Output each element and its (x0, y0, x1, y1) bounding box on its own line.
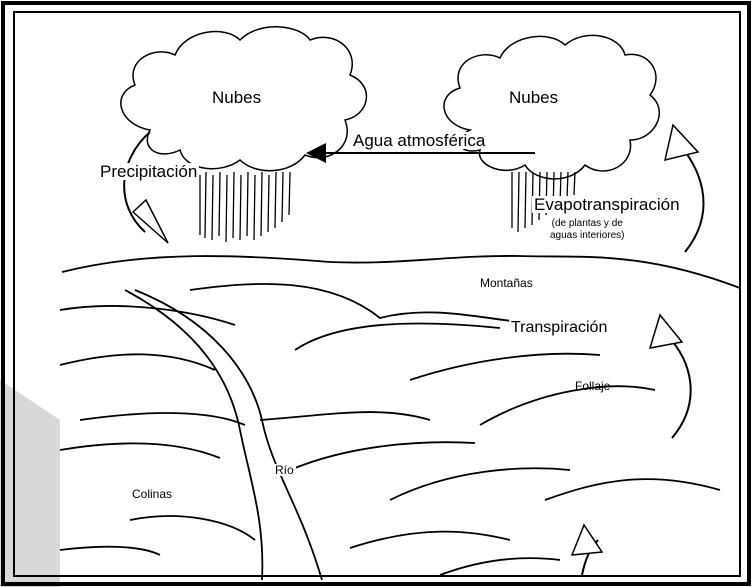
evapo-note-line2: aguas interiores) (550, 230, 624, 242)
river-label: Río (273, 464, 296, 476)
evapotranspiration-note: (de plantas y de aguas interiores) (550, 218, 624, 241)
foliage-label: Follaje (575, 380, 610, 392)
precipitation-label: Precipitación (98, 163, 199, 180)
evapotranspiration-label: Evapotranspiración (532, 196, 682, 213)
mountains-label: Montañas (480, 277, 533, 289)
hills-label: Colinas (132, 488, 172, 500)
cloud-left-label: Nubes (212, 89, 261, 106)
evapo-note-line1: (de plantas y de (550, 218, 624, 230)
transpiration-label: Transpiración (509, 320, 609, 336)
atmospheric-water-label: Agua atmosférica (351, 132, 487, 149)
cloud-right-label: Nubes (509, 89, 558, 106)
